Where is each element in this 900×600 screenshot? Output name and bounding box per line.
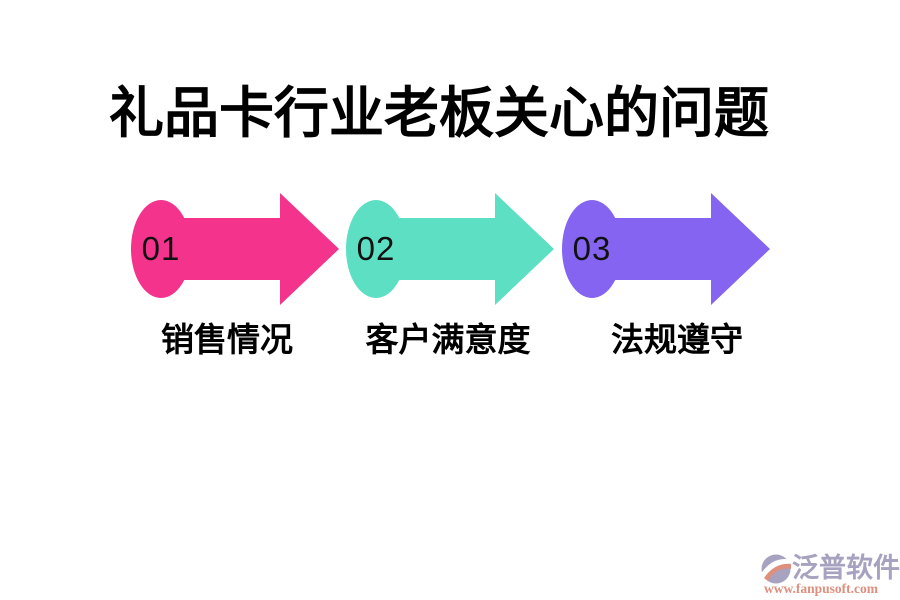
- brand-name: 泛普软件: [792, 553, 900, 583]
- arrow-right-icon: [346, 193, 554, 305]
- arrow-right-icon: [562, 193, 770, 305]
- step-arrow-3: 03: [559, 189, 774, 309]
- step-ellipse: [346, 200, 406, 298]
- arrow-right-icon: [131, 193, 339, 305]
- step-number: 02: [356, 230, 396, 267]
- step-label-sales: 销售情况: [161, 323, 293, 359]
- step-arrow-2: 02: [343, 189, 558, 309]
- arrow-shaft-head: [592, 193, 770, 305]
- step-ellipse: [131, 200, 191, 298]
- step-number: 01: [141, 230, 181, 267]
- arrow-shaft-head: [376, 193, 554, 305]
- step-number: 03: [572, 230, 612, 267]
- brand-url: www.fanpusoft.com: [764, 581, 879, 596]
- step-label-compliance: 法规遵守: [611, 323, 743, 359]
- arrow-shaft-head: [161, 193, 339, 305]
- page-title: 礼品卡行业老板关心的问题: [108, 83, 770, 144]
- logo-swoosh: [764, 563, 791, 581]
- step-ellipse: [562, 200, 622, 298]
- fanpu-logo-icon: [761, 554, 791, 584]
- step-arrow-1: 01: [128, 189, 343, 309]
- step-label-satisfaction: 客户满意度: [365, 323, 531, 359]
